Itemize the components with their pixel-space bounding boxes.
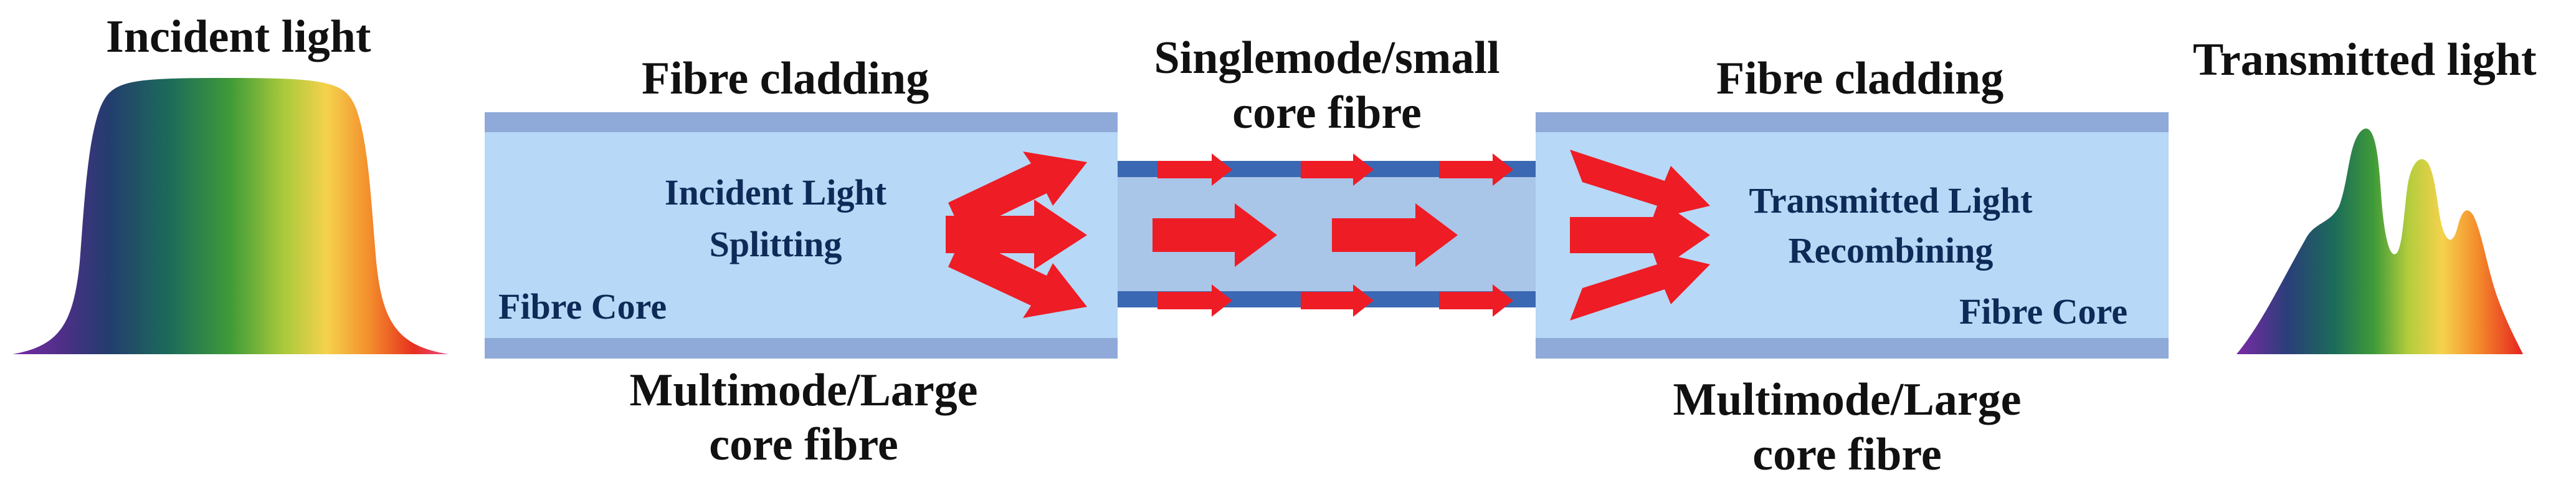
splitting-arrows xyxy=(946,152,1087,318)
propagation-arrows xyxy=(1153,153,1513,317)
splitting-label-line1: Incident Light xyxy=(664,172,887,213)
right-cladding-label: Fibre cladding xyxy=(1716,53,2004,104)
left-multimode-label-line2: core fibre xyxy=(709,419,898,470)
left-core-label: Fibre Core xyxy=(498,286,667,327)
recombining-label-line1: Transmitted Light xyxy=(1749,180,2033,221)
right-core-label: Fibre Core xyxy=(1959,291,2128,332)
left-cladding-label: Fibre cladding xyxy=(642,53,929,104)
left-multimode-label-line1: Multimode/Large xyxy=(629,365,978,416)
transmitted-spectrum xyxy=(2236,128,2523,354)
incident-spectrum xyxy=(12,78,449,354)
incident-light-label: Incident light xyxy=(106,11,371,62)
right-multimode-label-line1: Multimode/Large xyxy=(1673,374,2022,425)
singlemode-label-line1: Singlemode/small xyxy=(1154,32,1500,84)
transmitted-light-label: Transmitted light xyxy=(2193,34,2537,85)
recombining-label-line2: Recombining xyxy=(1788,230,1994,271)
recombining-arrows xyxy=(1570,150,1710,321)
splitting-label-line2: Splitting xyxy=(709,224,842,264)
singlemode-label-line2: core fibre xyxy=(1232,87,1422,138)
right-multimode-label-line2: core fibre xyxy=(1752,429,1942,480)
